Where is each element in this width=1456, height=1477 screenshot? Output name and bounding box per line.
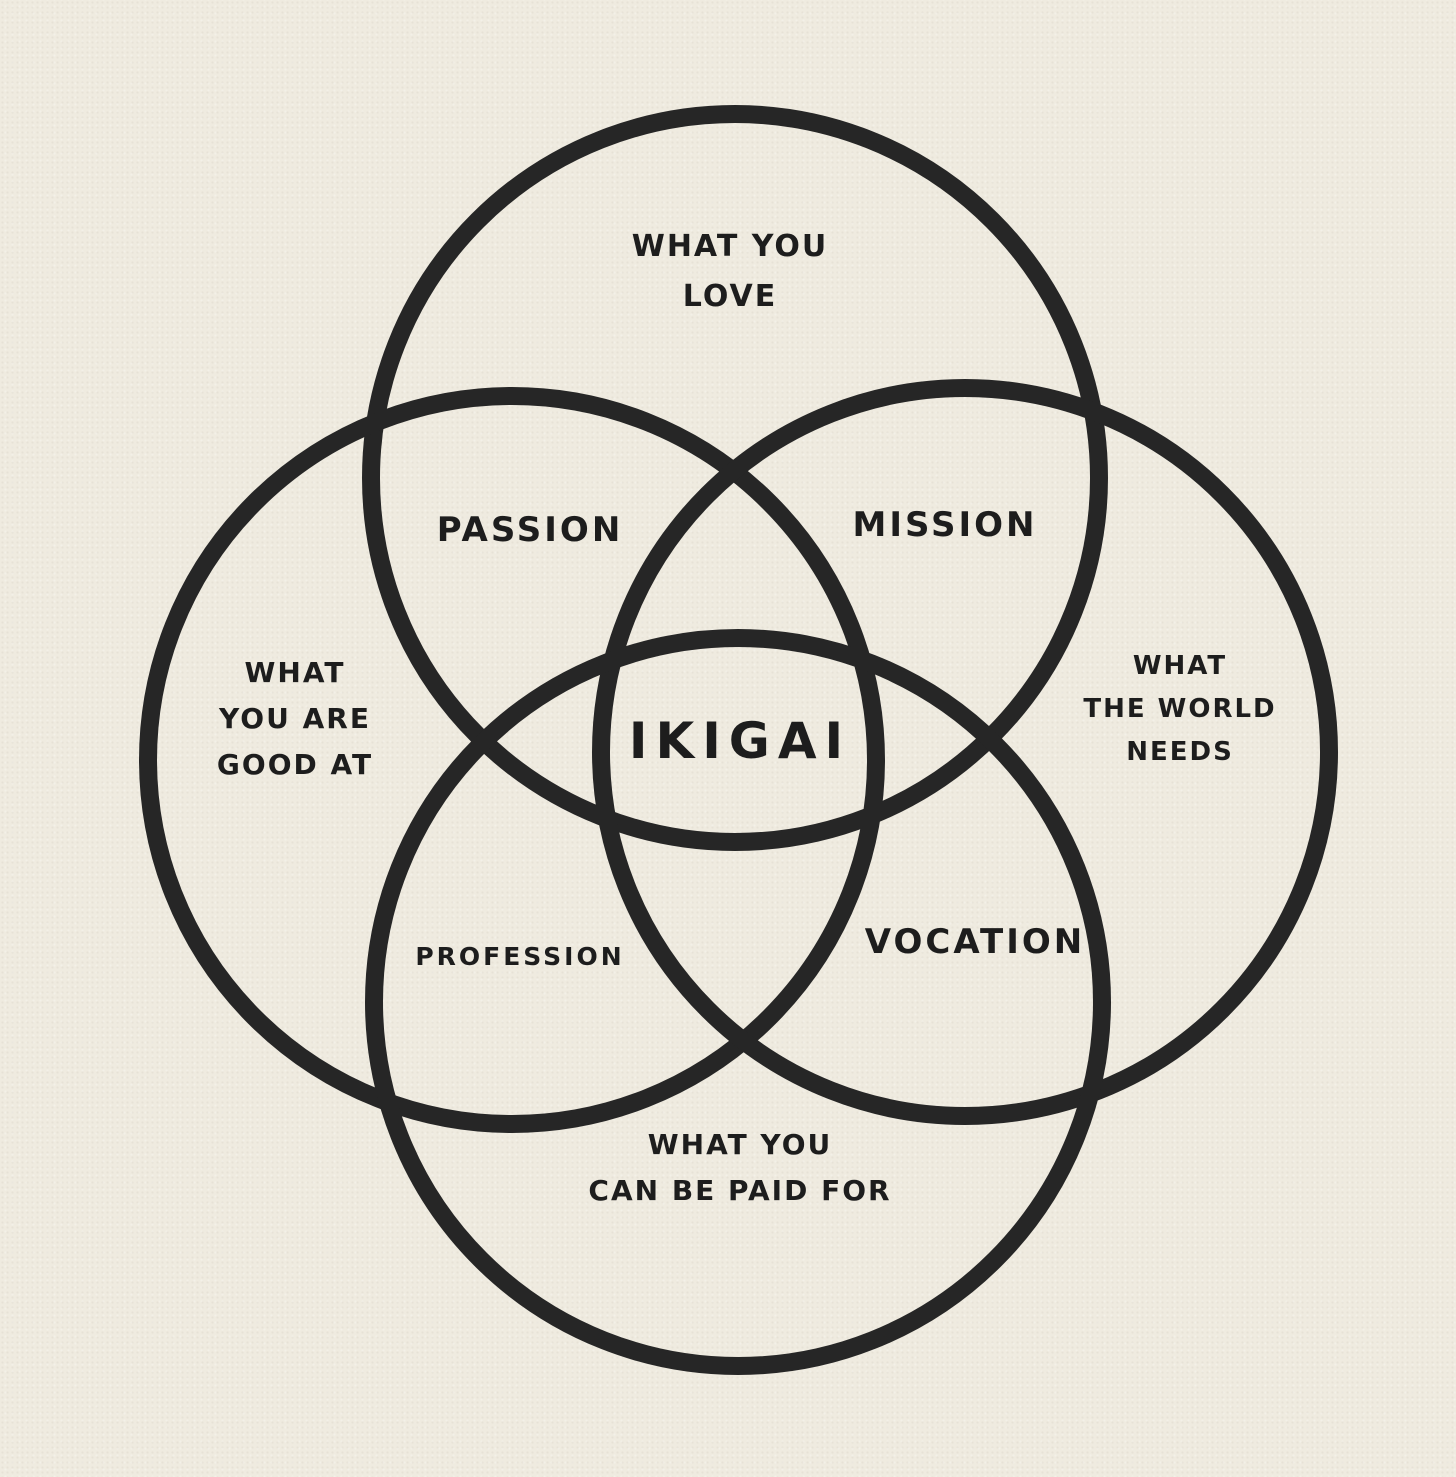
circle-what-you-can-be-paid-for [365, 629, 1111, 1375]
circle-what-you-love [362, 105, 1108, 851]
label-vocation: VOCATION [864, 922, 1086, 962]
circle-what-the-world-needs [592, 379, 1338, 1125]
circle-what-you-are-good-at [139, 387, 885, 1133]
label-mission: MISSION [852, 505, 1038, 545]
label-what-the-world-needs: WHAT THE WORLD NEEDS [1083, 651, 1277, 767]
label-passion: PASSION [436, 510, 624, 550]
label-profession: PROFESSION [415, 942, 625, 971]
label-what-you-are-good-at: WHAT YOU ARE GOOD AT [216, 656, 374, 782]
label-what-you-can-be-paid-for: WHAT YOU CAN BE PAID FOR [588, 1128, 892, 1208]
label-ikigai-center: IKIGAI [628, 712, 852, 770]
label-what-you-love: WHAT YOU LOVE [631, 229, 829, 314]
